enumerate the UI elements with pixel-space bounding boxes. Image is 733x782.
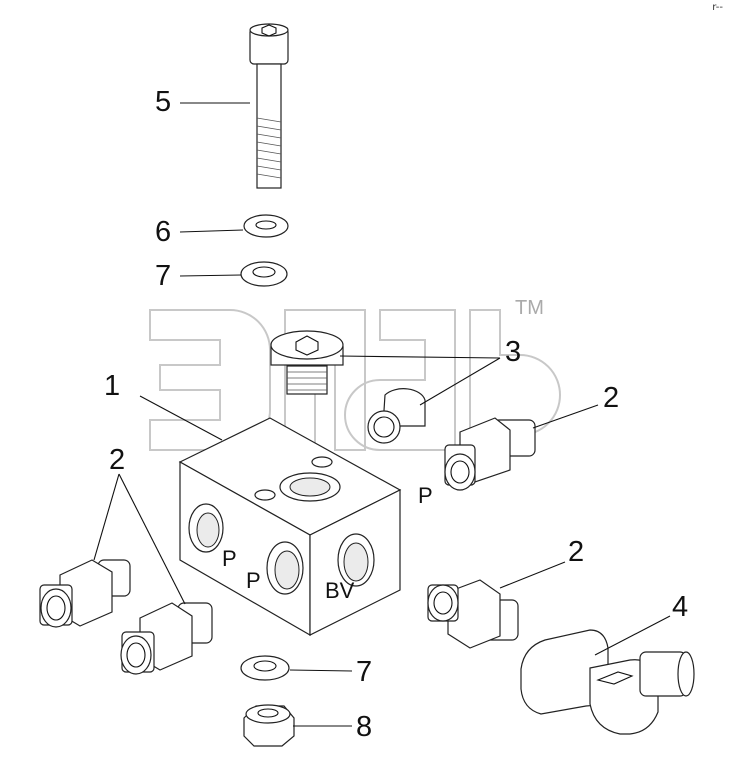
washer-part-6[interactable] (243, 214, 289, 238)
fitting-part-2-left-b[interactable] (120, 602, 213, 675)
callout-4: 4 (672, 591, 689, 623)
washer-part-7-top[interactable] (240, 261, 288, 287)
watermark-tm: TM (515, 297, 544, 319)
bolt-part-5[interactable] (249, 23, 289, 189)
callout-8: 8 (356, 711, 373, 743)
port-label-p-right: P (418, 483, 433, 508)
nut-part-8[interactable] (243, 704, 295, 747)
plug-part-3-top[interactable] (270, 330, 344, 395)
port-label-bv: BV (325, 578, 355, 603)
fitting-part-2-left-a[interactable] (39, 559, 131, 628)
callout-7-top: 7 (155, 260, 172, 292)
callout-2-right-mid: 2 (568, 536, 585, 568)
callout-7-bottom: 7 (356, 656, 373, 688)
washer-part-7-bottom[interactable] (240, 655, 290, 681)
fitting-part-2-right-mid[interactable] (427, 579, 519, 649)
callout-2-left: 2 (109, 444, 126, 476)
leader-lines (93, 102, 671, 727)
callout-2-right-top: 2 (603, 382, 620, 414)
corner-mark: r-- (712, 2, 723, 13)
fitting-part-2-right-top[interactable] (444, 417, 536, 491)
callout-1: 1 (104, 370, 121, 402)
plug-part-3-side[interactable] (367, 388, 426, 444)
callout-3: 3 (505, 336, 522, 368)
elbow-fitting-part-4[interactable] (520, 629, 695, 735)
valve-block-part-1[interactable] (178, 417, 402, 637)
port-label-p-front-a: P (222, 546, 237, 571)
port-label-p-front-b: P (246, 568, 261, 593)
callout-5: 5 (155, 86, 172, 118)
callout-6: 6 (155, 216, 172, 248)
